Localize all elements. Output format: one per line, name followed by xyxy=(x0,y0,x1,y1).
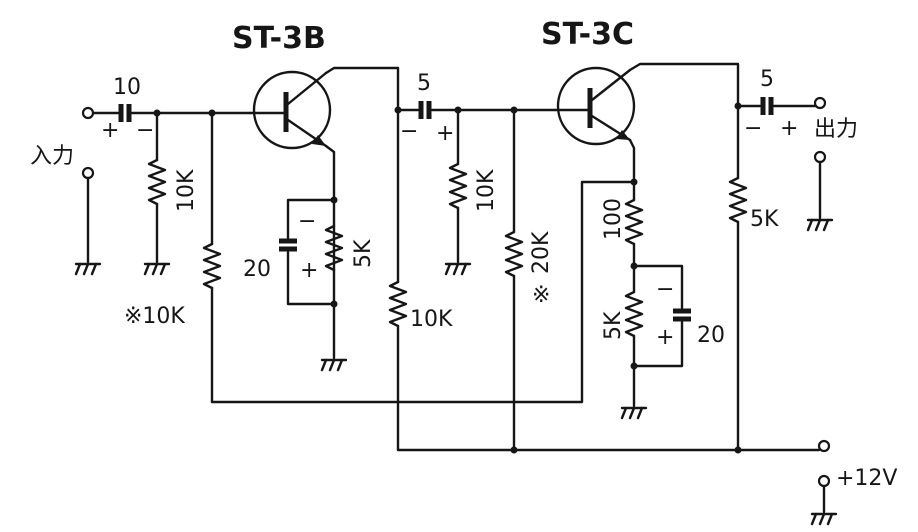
output-cap-minus: − xyxy=(744,116,762,141)
junction xyxy=(510,446,518,454)
collector-2-resistor xyxy=(728,176,748,224)
emitter-2-resistor-a xyxy=(624,198,644,246)
emitter-1-resistor-value: 5K xyxy=(351,239,376,268)
input-cap-minus: − xyxy=(136,118,154,143)
transistor-2-label: ST-3C xyxy=(541,17,634,52)
input-shunt-resistor xyxy=(147,158,167,206)
transistor-2-symbol xyxy=(553,66,636,146)
coupling-capacitor xyxy=(418,101,432,119)
collector-1-resistor-value: 10K xyxy=(410,307,453,332)
junction xyxy=(734,446,742,454)
emitter-1-resistor xyxy=(324,224,344,272)
supply-terminal xyxy=(817,439,831,453)
wire xyxy=(324,144,336,306)
junction xyxy=(630,178,638,186)
emitter-2-resistor-a-value: 100 xyxy=(601,198,626,240)
bias-resistor-2 xyxy=(504,230,524,278)
emitter-2-capacitor-value: 20 xyxy=(697,323,725,348)
bias-resistor-1-value: ※10K xyxy=(124,304,185,329)
bias-resistor-1 xyxy=(202,242,222,290)
collector-2-resistor-value: 5K xyxy=(750,207,779,232)
feedback-wire xyxy=(210,180,634,404)
wire xyxy=(286,198,336,240)
emitter-2-capacitor xyxy=(673,308,691,322)
output-ground-terminal xyxy=(813,150,827,164)
emitter-1-cap-minus: − xyxy=(298,209,316,234)
wire xyxy=(286,250,336,306)
input-label: 入力 xyxy=(30,144,74,169)
input-shunt-resistor-value: 10K xyxy=(174,169,199,212)
bias-resistor-2-mark: ※ xyxy=(532,283,550,308)
coupling-capacitor-value: 5 xyxy=(417,71,431,96)
bias-resistor-2-value: 20K xyxy=(529,231,554,274)
input-ground-terminal xyxy=(81,166,95,180)
stage-2-shunt-resistor xyxy=(448,162,468,210)
output-capacitor-value: 5 xyxy=(760,67,774,92)
emitter-1-capacitor-value: 20 xyxy=(243,257,271,282)
coupling-cap-plus: + xyxy=(436,121,454,146)
ground-symbol xyxy=(806,218,834,232)
supply-label: +12V xyxy=(836,466,897,491)
transistor-1-symbol xyxy=(248,70,332,150)
wire xyxy=(628,138,636,202)
stage-2-shunt-resistor-value: 10K xyxy=(474,169,499,212)
emitter-1-capacitor xyxy=(279,238,297,252)
wire xyxy=(632,264,684,310)
input-capacitor xyxy=(118,104,132,122)
emitter-2-cap-plus: + xyxy=(656,325,674,350)
supply-ground-terminal xyxy=(817,474,831,488)
ground-symbol xyxy=(74,262,102,276)
ground-symbol xyxy=(620,406,648,420)
input-cap-plus: + xyxy=(101,118,119,143)
ground-symbol xyxy=(444,262,472,276)
emitter-2-resistor-b-value: 5K xyxy=(601,311,626,340)
input-capacitor-value: 10 xyxy=(113,75,141,100)
wire xyxy=(628,62,740,108)
transistor-1-label: ST-3B xyxy=(232,21,326,56)
wire xyxy=(324,66,400,112)
emitter-2-cap-minus: − xyxy=(656,277,674,302)
ground-symbol xyxy=(810,512,838,526)
output-terminal xyxy=(813,96,827,110)
output-label: 出力 xyxy=(814,117,858,142)
ground-symbol xyxy=(320,358,348,372)
coupling-cap-minus: − xyxy=(400,119,418,144)
output-cap-plus: + xyxy=(780,116,798,141)
wire xyxy=(632,320,684,368)
ground-symbol xyxy=(143,262,171,276)
emitter-1-cap-plus: + xyxy=(300,258,318,283)
emitter-2-resistor-b xyxy=(624,290,644,338)
collector-1-resistor xyxy=(388,280,408,328)
input-terminal xyxy=(81,106,95,120)
output-capacitor xyxy=(760,97,774,115)
